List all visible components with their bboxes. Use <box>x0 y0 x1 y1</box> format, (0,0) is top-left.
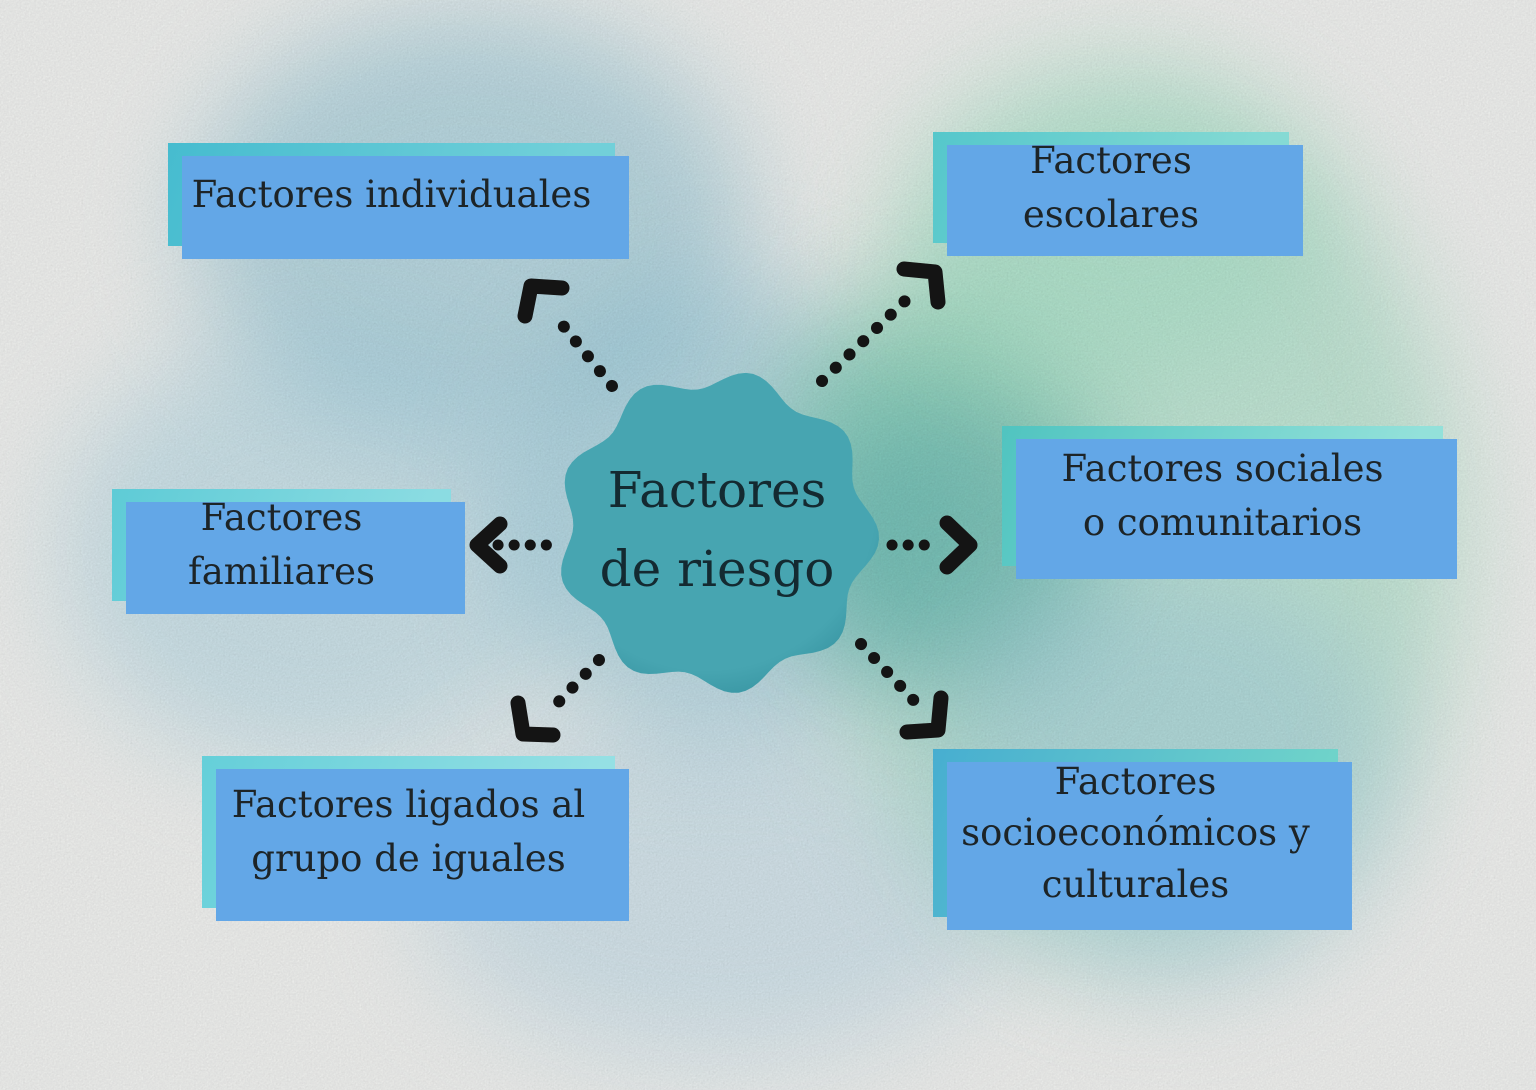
node-factores-escolares: Factores escolares <box>933 132 1289 243</box>
node-factores-grupo-iguales: Factores ligados al grupo de iguales <box>202 756 615 908</box>
central-blob-shape <box>561 372 879 693</box>
node-factores-individuales: Factores individuales <box>168 143 615 246</box>
node-factores-sociales-comunitarios: Factores sociales o comunitarios <box>1002 426 1443 566</box>
central-node-label: Factores de riesgo <box>599 461 835 598</box>
arrow-to-escolares-icon <box>816 261 946 387</box>
node-factores-socioeconomicos-culturales: Factores socioeconómicos y culturales <box>933 749 1338 917</box>
arrow-to-individuales-icon <box>517 278 618 392</box>
arrow-to-sociales-icon <box>886 515 978 575</box>
node-factores-familiares: Factores familiares <box>112 489 451 601</box>
arrow-to-grupo-iguales-icon <box>510 654 605 743</box>
arrow-to-socioeconomicos-icon <box>855 638 949 740</box>
arrow-to-familiares-icon <box>469 516 557 574</box>
